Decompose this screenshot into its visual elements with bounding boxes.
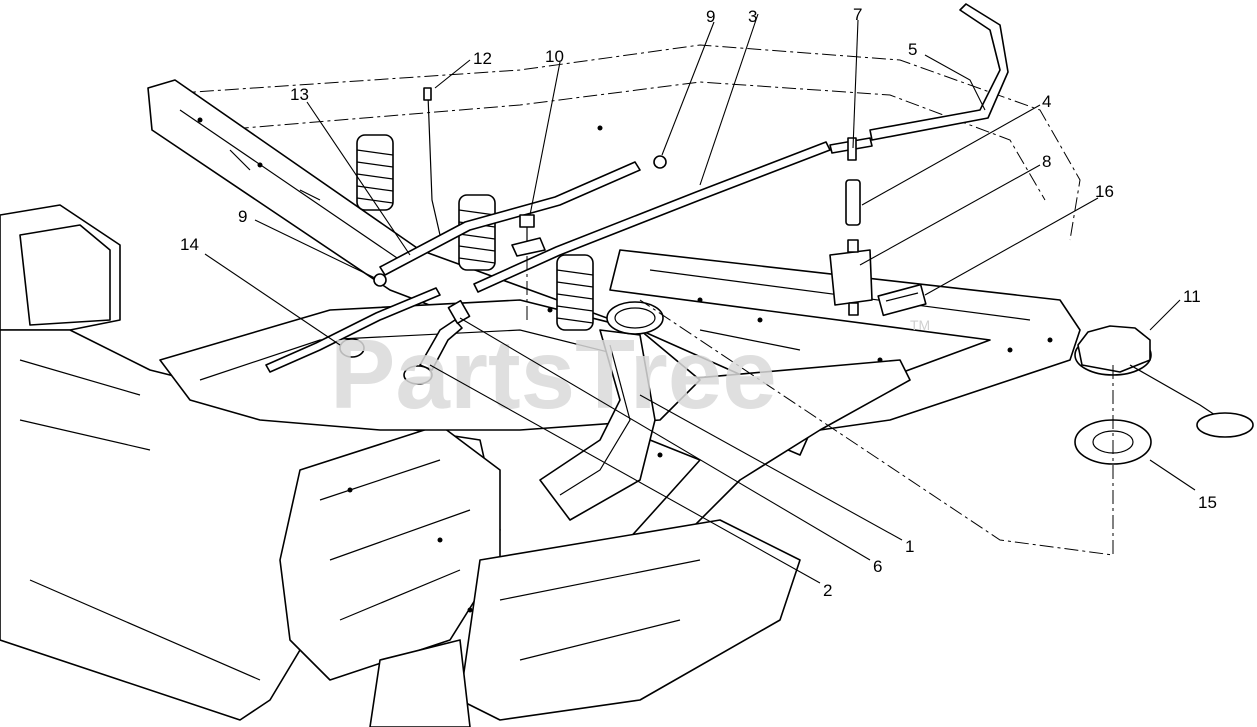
callout-3: 3 — [748, 7, 757, 26]
callout-16: 16 — [1095, 182, 1114, 201]
watermark-text: PartsTree — [330, 319, 777, 429]
callout-8: 8 — [1042, 152, 1051, 171]
leader-lines — [204, 13, 1196, 584]
callout-14: 14 — [180, 235, 199, 254]
watermark: PartsTree TM — [330, 317, 930, 429]
callout-5: 5 — [908, 40, 917, 59]
callout-labels: 1 2 3 4 5 6 7 8 9 9 10 11 12 13 14 15 16 — [180, 5, 1217, 600]
frame-holes — [197, 117, 1053, 613]
callout-13: 13 — [290, 85, 309, 104]
seat-springs — [356, 134, 594, 331]
callout-6: 6 — [873, 557, 882, 576]
watermark-trademark: TM — [910, 317, 930, 333]
chassis-frame — [0, 44, 1081, 727]
callout-9-top: 9 — [706, 7, 715, 26]
callout-2: 2 — [823, 581, 832, 600]
callout-7: 7 — [853, 5, 862, 24]
fuel-system-parts — [265, 3, 1254, 556]
callout-12: 12 — [473, 49, 492, 68]
callout-4: 4 — [1042, 92, 1051, 111]
callout-15: 15 — [1198, 493, 1217, 512]
callout-10: 10 — [545, 47, 564, 66]
callout-1: 1 — [905, 537, 914, 556]
callout-9-left: 9 — [238, 207, 247, 226]
callout-11: 11 — [1183, 287, 1201, 306]
